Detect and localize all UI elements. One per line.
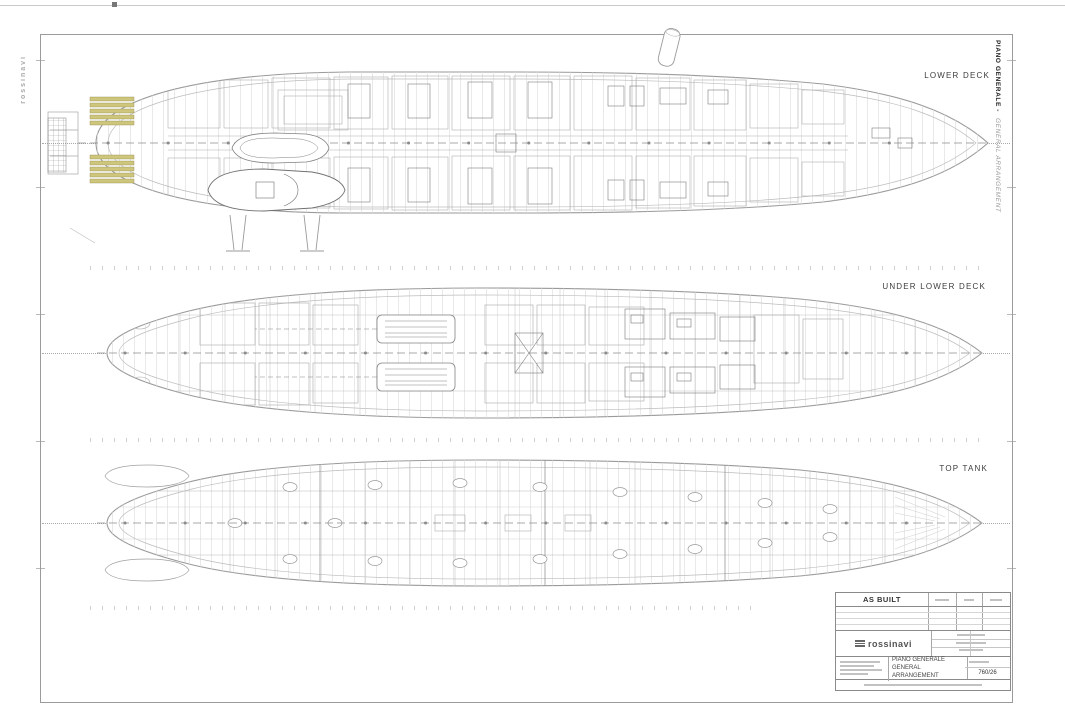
sheet-top-edge [0, 5, 1065, 6]
sheet-title-main: PIANO GENERALE - [994, 40, 1001, 113]
logo-text: rossinavi [867, 638, 913, 649]
frame-ticks-right [1007, 60, 1016, 660]
engine-blocks [255, 314, 456, 392]
revision-rows [836, 607, 1010, 631]
cabin-partitions [167, 75, 848, 211]
tender-boat-small [231, 132, 330, 164]
station-ticks-row-2 [90, 438, 980, 442]
logo-mark [854, 640, 865, 647]
as-built-status: AS BUILT [862, 595, 902, 604]
exhaust-stack [657, 28, 681, 67]
title-block: AS BUILT rossinavi [835, 592, 1011, 691]
main-bulkheads [319, 460, 726, 586]
sheet-side-title: PIANO GENERALE - GENERAL ARRANGEMENT [994, 40, 1001, 213]
stair-accent-lower [89, 154, 135, 184]
view-label-under-lower-deck: UNDER LOWER DECK [882, 282, 986, 291]
drawing-title-line2: GENERAL ARRANGEMENT [892, 665, 939, 679]
sheet-title-sub: GENERAL ARRANGEMENT [994, 118, 1001, 213]
view-label-top-tank: TOP TANK [939, 464, 988, 473]
gangway-grid [47, 117, 67, 173]
drawing-title-row: PIANO GENERALE GENERAL ARRANGEMENT 760/2… [836, 657, 1010, 681]
manhole-openings [227, 478, 838, 568]
drawing-title-cell: PIANO GENERALE GENERAL ARRANGEMENT [889, 657, 968, 679]
view-label-lower-deck: LOWER DECK [924, 71, 990, 80]
rossinavi-logo: rossinavi [836, 631, 932, 656]
revision-header-row: AS BUILT [836, 593, 1010, 607]
top-tank-plan [97, 459, 983, 587]
drawing-title-line1: PIANO GENERALE [892, 657, 946, 663]
margin-logo: rossinavi [20, 55, 27, 104]
drawing-number: 760/26 [978, 670, 997, 676]
station-ticks-row-3 [90, 606, 760, 610]
bow-hatching [894, 496, 946, 550]
sheet-edge-mark [112, 2, 117, 7]
station-ticks-row-1 [90, 266, 980, 270]
company-address-cell [836, 657, 889, 681]
lower-deck-plan [47, 28, 989, 252]
tender-cradle-stands [226, 214, 324, 252]
logo-row: rossinavi [836, 631, 1010, 657]
title-block-footer [836, 680, 1010, 689]
tender-boat-large [207, 168, 346, 212]
stern-skiff-shapes [104, 464, 190, 582]
logo-row-fields [932, 631, 1010, 656]
frame-ticks-left [36, 60, 45, 660]
under-lower-deck-plan [97, 287, 983, 419]
drawing-number-cell: 760/26 [965, 657, 1010, 679]
stair-accent-upper [89, 96, 135, 126]
